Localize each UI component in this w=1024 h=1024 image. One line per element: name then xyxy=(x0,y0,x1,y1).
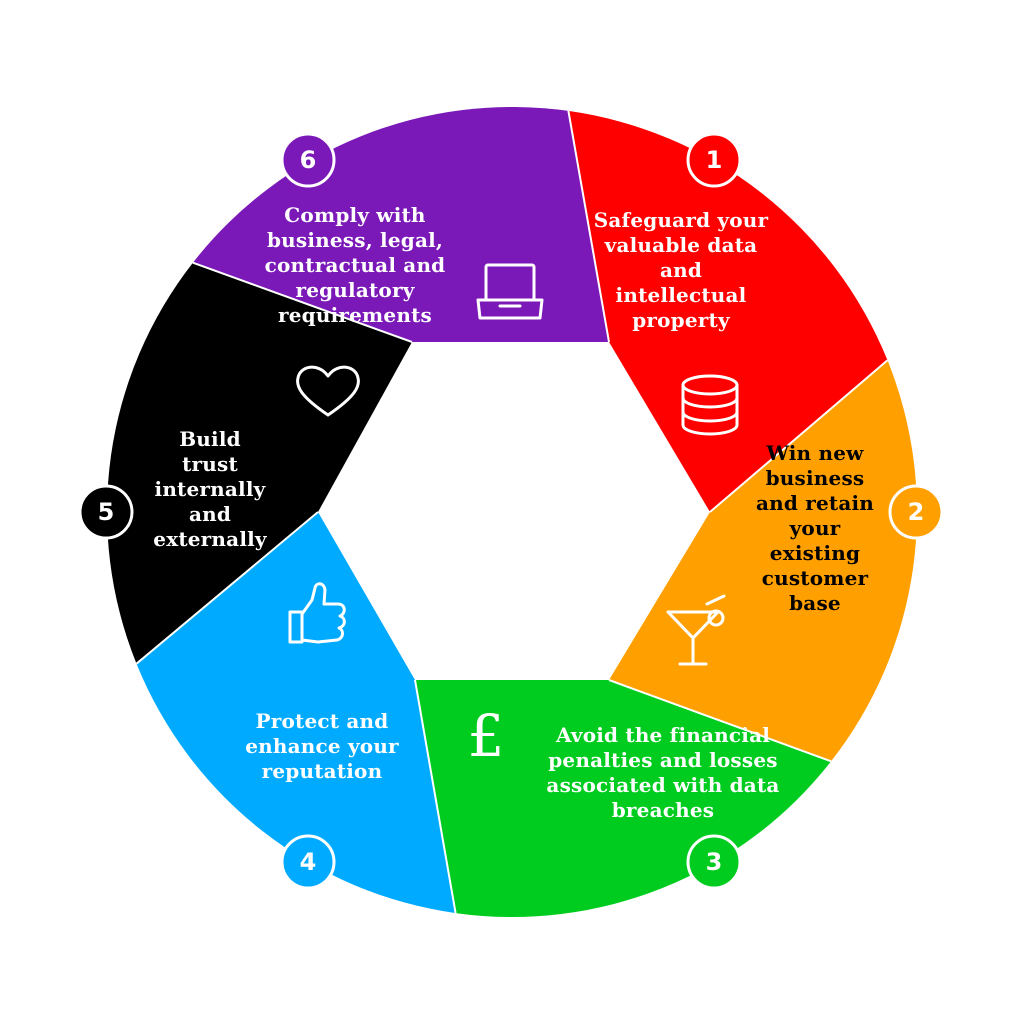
laptop-icon xyxy=(476,263,544,320)
label-line: regulatory xyxy=(295,278,415,302)
badge-number: 2 xyxy=(908,498,925,526)
segment-6 xyxy=(192,106,609,342)
number-badge-3: 3 xyxy=(686,834,742,890)
segment-5 xyxy=(107,262,413,664)
label-line: existing xyxy=(770,541,860,565)
segment-divider xyxy=(709,359,889,513)
label-line: customer xyxy=(762,566,869,590)
segment-1 xyxy=(568,110,888,513)
label-line: base xyxy=(789,591,841,615)
badge-number: 5 xyxy=(98,498,115,526)
label-line: Protect and xyxy=(256,709,389,733)
label-line: Win new xyxy=(765,441,864,465)
label-line: your xyxy=(789,516,841,540)
segment-divider xyxy=(567,110,610,343)
label-line: Build xyxy=(179,427,241,451)
segment-divider xyxy=(135,511,319,665)
segment-divider xyxy=(414,679,457,914)
label-line: contractual and xyxy=(265,253,446,277)
segment-divider xyxy=(192,261,413,343)
label-line: business xyxy=(766,466,865,490)
label-line: Comply with xyxy=(284,203,426,227)
badge-circle xyxy=(280,834,336,890)
label-line: requirements xyxy=(278,303,432,327)
segment-4 xyxy=(136,512,456,914)
badge-number: 1 xyxy=(706,146,723,174)
pound-sign-icon: £ xyxy=(468,702,505,770)
cocktail-glass-icon xyxy=(666,594,726,666)
number-badges-layer: 1 2 3 4 5 6 xyxy=(78,132,944,890)
label-line: business, legal, xyxy=(267,228,443,252)
segment-2 xyxy=(609,360,917,762)
segments-layer xyxy=(107,106,917,918)
number-badge-1: 1 xyxy=(686,132,742,188)
label-line: and xyxy=(660,258,702,282)
badge-number: 6 xyxy=(300,146,317,174)
label-line: externally xyxy=(153,527,268,551)
segment-3 xyxy=(415,680,832,918)
number-badge-2: 2 xyxy=(888,484,944,540)
segment-divider xyxy=(608,679,832,763)
label-line: associated with data xyxy=(546,773,779,797)
badge-circle xyxy=(888,484,944,540)
heart-icon xyxy=(296,365,360,417)
label-line: valuable data xyxy=(604,233,758,257)
label-line: breaches xyxy=(612,798,715,822)
label-line: Avoid the financial xyxy=(555,723,770,747)
label-line: Safeguard your xyxy=(594,208,769,232)
label-line: internally xyxy=(155,477,267,501)
label-line: trust xyxy=(182,452,238,476)
badge-circle xyxy=(78,484,134,540)
badge-circle xyxy=(280,132,336,188)
label-line: and retain xyxy=(756,491,874,515)
badge-number: 3 xyxy=(706,848,723,876)
number-badge-5: 5 xyxy=(78,484,134,540)
badge-number: 4 xyxy=(300,848,317,876)
database-icon xyxy=(681,374,739,436)
icons-layer: £ xyxy=(288,263,739,770)
label-line: reputation xyxy=(262,759,383,783)
label-line: intellectual xyxy=(616,283,747,307)
label-line: penalties and losses xyxy=(548,748,777,772)
number-badge-6: 6 xyxy=(280,132,336,188)
label-line: property xyxy=(632,308,731,332)
label-line: enhance your xyxy=(245,734,399,758)
badge-circle xyxy=(686,132,742,188)
thumbs-up-icon xyxy=(288,582,346,644)
badge-circle xyxy=(686,834,742,890)
number-badge-4: 4 xyxy=(280,834,336,890)
label-line: and xyxy=(189,502,231,526)
